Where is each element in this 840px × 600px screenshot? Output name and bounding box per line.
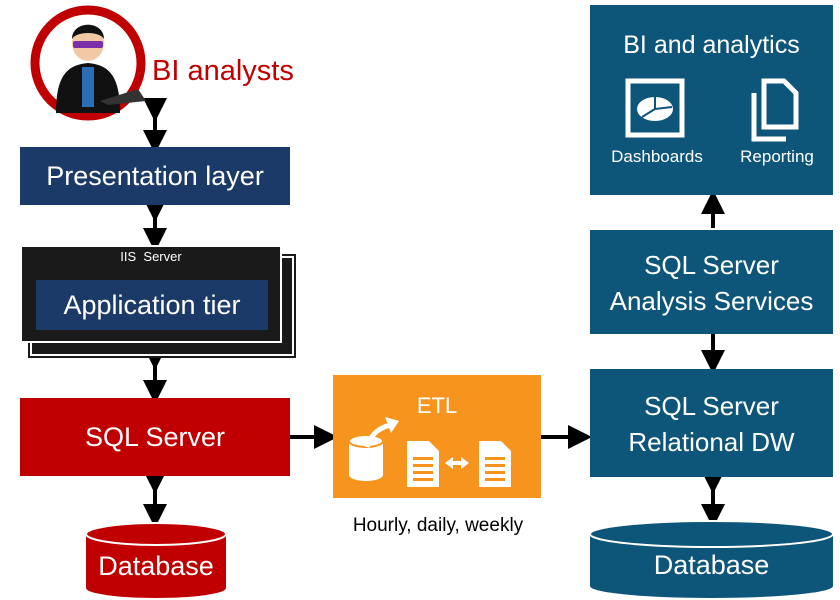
etl-icons (348, 417, 511, 487)
ssas-line1: SQL Server (644, 250, 779, 280)
document-icon-2 (479, 441, 511, 487)
iis-server-box: IIS Server Application tier (20, 245, 282, 343)
reporting-label: Reporting (740, 147, 814, 166)
bi-analytics-box: BI and analytics Dashboards Reporting (590, 5, 833, 195)
etl-schedule-caption: Hourly, daily, weekly (352, 515, 524, 536)
presentation-layer-label: Presentation layer (46, 161, 264, 191)
application-tier-box: Application tier (36, 280, 268, 330)
iis-server-caption: IIS Server (120, 249, 182, 264)
sql-server-box: SQL Server (20, 398, 290, 476)
ssas-line2: Analysis Services (609, 286, 814, 316)
document-icon-1 (407, 441, 439, 487)
left-database-label: Database (98, 551, 214, 581)
etl-title: ETL (416, 393, 458, 418)
right-database-label: Database (653, 550, 770, 580)
reporting-icon (751, 78, 799, 142)
bi-analytics-title: BI and analytics (623, 31, 800, 59)
sql-server-label: SQL Server (84, 422, 226, 452)
application-tier-label: Application tier (63, 290, 241, 320)
dashboards-icon (625, 78, 685, 138)
user-avatar (30, 5, 146, 121)
left-database-cylinder: Database (85, 522, 227, 598)
presentation-layer-box: Presentation layer (20, 147, 290, 205)
etl-box: ETL (333, 375, 541, 498)
dw-box: SQL Server Relational DW (590, 369, 833, 477)
database-cylinder-shape-right (589, 520, 834, 598)
right-database-cylinder: Database (589, 520, 834, 598)
dashboards-label: Dashboards (611, 147, 703, 166)
ssas-box: SQL Server Analysis Services (590, 230, 833, 334)
dw-line2: Relational DW (628, 427, 795, 457)
database-cylinder-shape (85, 522, 227, 598)
person-with-laptop-icon (30, 5, 146, 121)
database-export-icon (348, 417, 399, 481)
user-label: BI analysts (152, 55, 294, 87)
bi-icons (625, 78, 799, 142)
dw-line1: SQL Server (644, 391, 779, 421)
sync-arrows-icon (445, 457, 469, 469)
